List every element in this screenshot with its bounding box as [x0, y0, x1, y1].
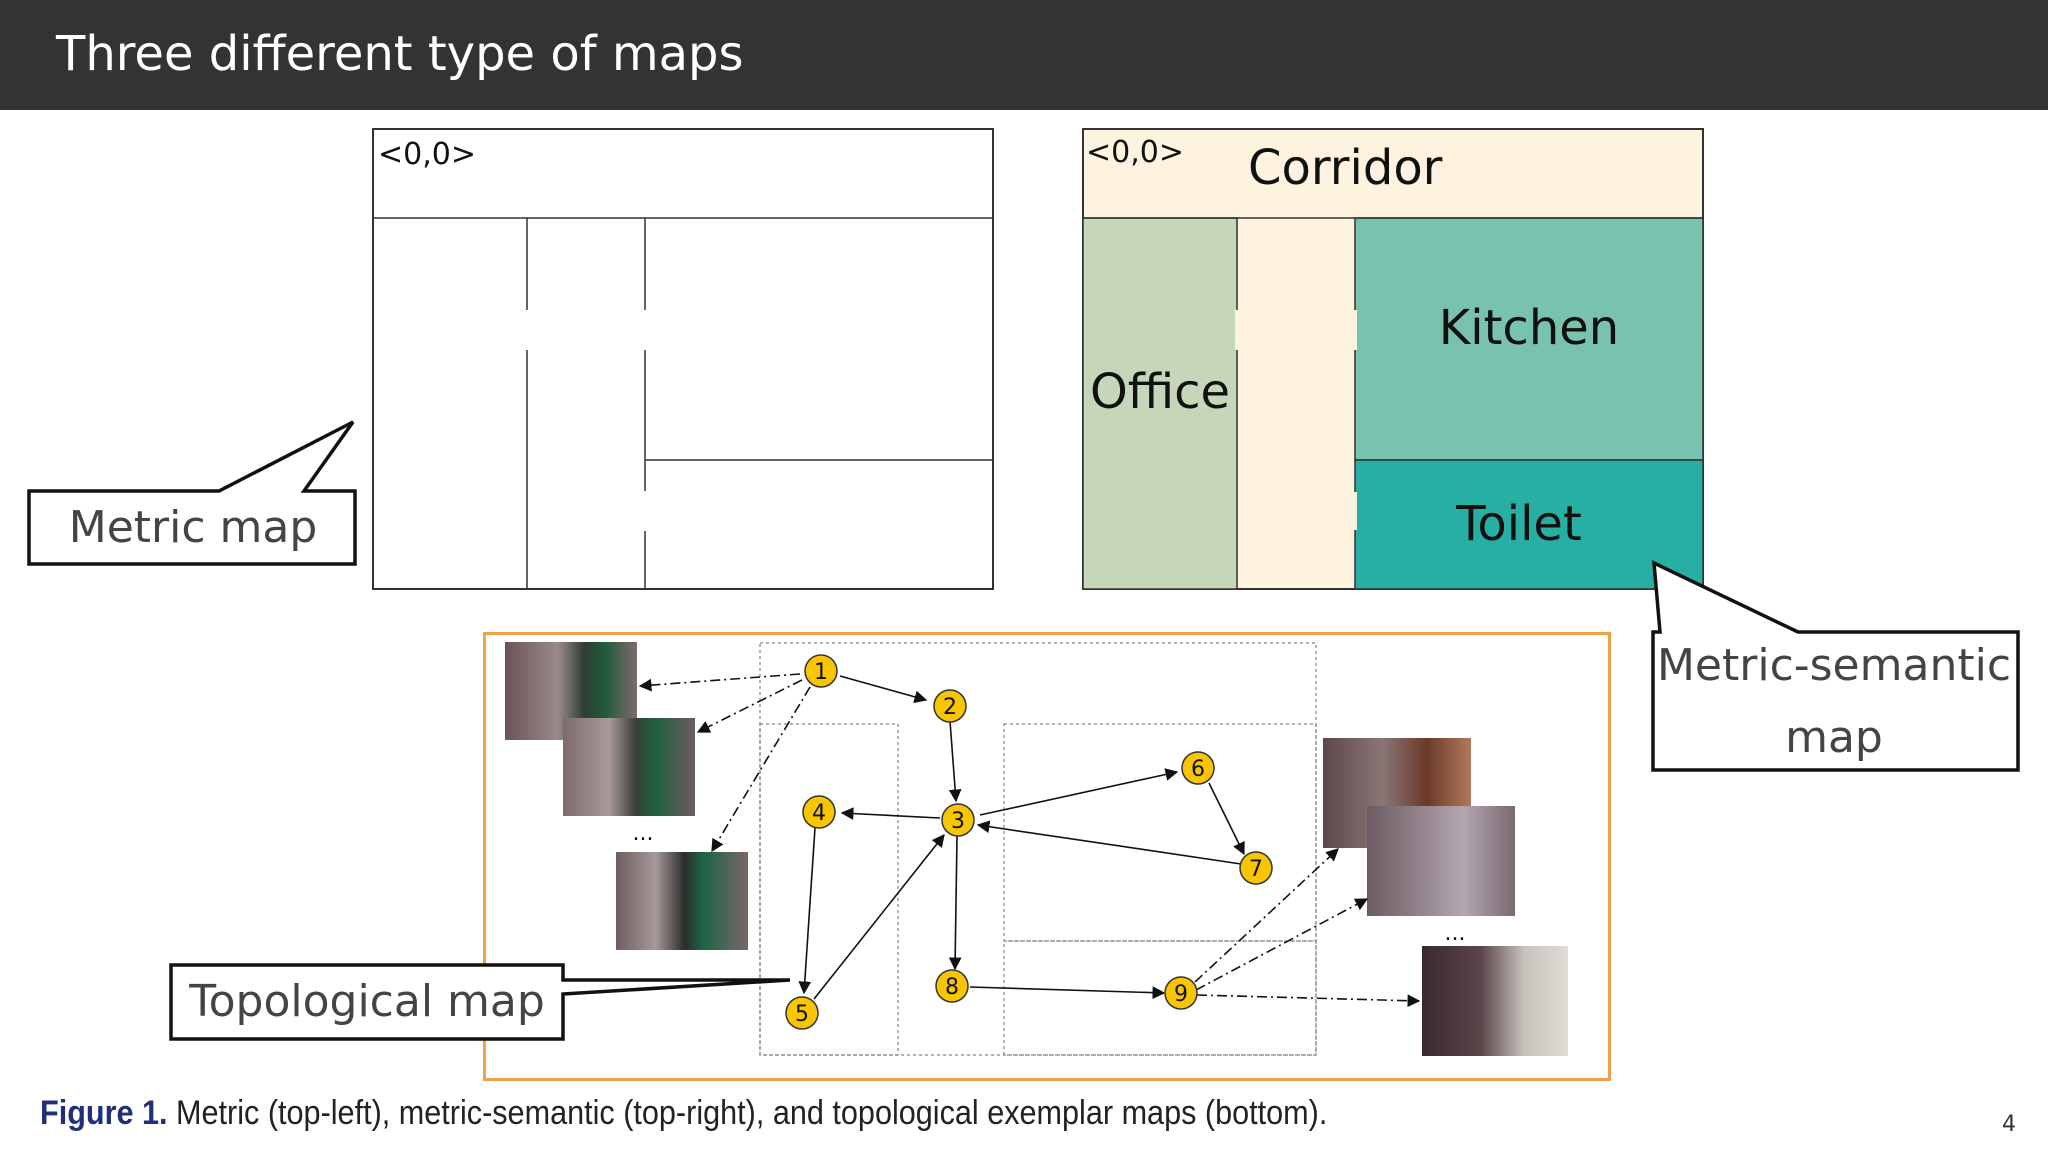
topological-map-callout [169, 963, 791, 1041]
office-region [1082, 217, 1238, 590]
node-7: 7 [1239, 851, 1273, 885]
svg-text:5: 5 [795, 1002, 809, 1027]
svg-text:4: 4 [812, 801, 826, 826]
ellipsis-right: ... [1445, 921, 1466, 946]
metric-origin-label: <0,0> [378, 137, 476, 172]
figure-caption-text: Metric (top-left), metric-semantic (top-… [176, 1094, 1328, 1132]
corridor-label: Corridor [1248, 140, 1443, 196]
node-9: 9 [1164, 976, 1198, 1010]
node-3: 3 [941, 803, 975, 837]
metric-map: <0,0> [372, 128, 994, 590]
page-number: 4 [2002, 1112, 2016, 1137]
svg-text:6: 6 [1191, 757, 1205, 782]
svg-text:8: 8 [945, 975, 959, 1000]
svg-text:2: 2 [943, 695, 957, 720]
node-8: 8 [935, 969, 969, 1003]
metric-map-callout [27, 420, 357, 566]
node-5: 5 [785, 996, 819, 1030]
metric-semantic-map: <0,0> Corridor Office Kitchen Toilet [1082, 128, 1704, 590]
node-1: 1 [804, 654, 838, 688]
figure-caption: Figure 1. Metric (top-left), metric-sema… [40, 1094, 1327, 1133]
corridor-photo-3 [616, 852, 748, 950]
node-6: 6 [1181, 751, 1215, 785]
metric-semantic-callout-line2: map [1785, 712, 1883, 763]
metric-semantic-callout [1651, 560, 2020, 772]
semantic-origin-label: <0,0> [1086, 135, 1184, 170]
title-bar: Three different type of maps [0, 0, 2048, 110]
slide-title: Three different type of maps [56, 26, 744, 82]
toilet-region [1354, 459, 1704, 590]
ellipsis-left: ... [633, 821, 654, 846]
svg-text:9: 9 [1174, 982, 1188, 1007]
svg-text:7: 7 [1249, 857, 1263, 882]
svg-text:1: 1 [814, 660, 828, 685]
topological-map-callout-label: Topological map [189, 976, 545, 1027]
svg-text:3: 3 [951, 809, 965, 834]
figure-caption-label: Figure 1. [40, 1094, 168, 1132]
office-label: Office [1090, 364, 1230, 420]
node-2: 2 [933, 689, 967, 723]
metric-map-callout-label: Metric map [68, 502, 318, 553]
node-4: 4 [802, 795, 836, 829]
kitchen-label: Kitchen [1439, 300, 1619, 356]
kitchen-region [1354, 217, 1704, 461]
metric-semantic-callout-line1: Metric-semantic [1656, 640, 2012, 691]
toilet-label: Toilet [1455, 496, 1582, 552]
room-photo-2 [1367, 806, 1515, 916]
room-photo-3 [1422, 946, 1568, 1056]
corridor-photo-2 [563, 718, 695, 816]
